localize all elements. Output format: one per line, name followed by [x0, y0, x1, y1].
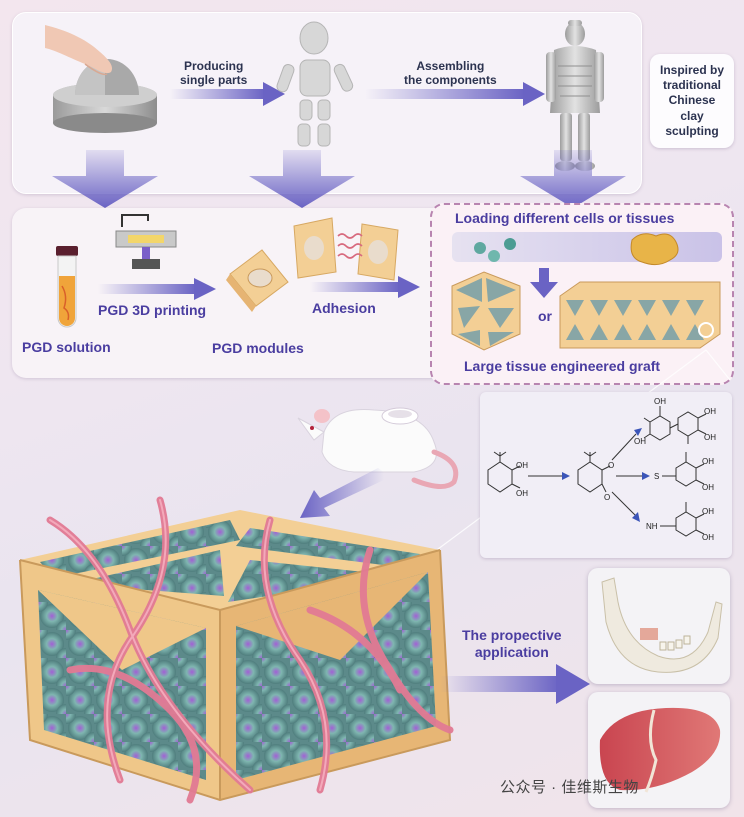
pgd-module-icon — [226, 249, 289, 312]
arrow-down-3 — [520, 150, 626, 208]
arrow-application — [440, 664, 590, 704]
arrow-rat-to-cube — [300, 468, 384, 518]
inspired-box: Inspired by traditional Chinese clay scu… — [650, 54, 734, 148]
chem-s: S — [654, 472, 659, 481]
chem-oh-tr1: OH — [654, 397, 666, 406]
or-label: or — [538, 308, 552, 324]
chem-oh-b2: OH — [702, 533, 714, 542]
application-label: The propective application — [462, 627, 562, 660]
chem-oh-m1: OH — [702, 457, 714, 466]
clay-mold-illustration — [45, 25, 157, 133]
assembling-label: Assembling the components — [404, 59, 497, 87]
liver-icon — [599, 707, 721, 793]
block-graft-icon — [559, 281, 721, 349]
arrow-mid-1 — [98, 278, 216, 300]
graft-label: Large tissue engineered graft — [464, 358, 661, 374]
arrow-down-1 — [52, 150, 158, 208]
adhesion-label: Adhesion — [312, 300, 376, 316]
chem-oh-b1: OH — [702, 507, 714, 516]
chem-nh: NH — [646, 522, 658, 531]
adhesion-icon — [293, 217, 399, 281]
arrow-mid-2 — [310, 276, 420, 298]
chem-oh-m2: OH — [702, 483, 714, 492]
chemistry-scheme: OH OH O O S NH OH OH OH OH OH OH OH OH — [487, 397, 716, 542]
rat-illustration — [297, 407, 459, 489]
inspired-label: Inspired by traditional Chinese clay scu… — [659, 62, 724, 139]
scaffold-cube-illustration — [19, 496, 454, 804]
arrow-down-small — [530, 268, 558, 298]
producing-label: Producing single parts — [180, 59, 248, 87]
loading-label: Loading different cells or tissues — [455, 210, 675, 226]
jawbone-icon — [601, 577, 723, 673]
chem-oh-2: OH — [516, 489, 528, 498]
3d-printer-icon — [115, 214, 177, 269]
arrow-down-2 — [249, 150, 355, 208]
hex-graft-icon — [451, 271, 521, 351]
single-parts-figure — [276, 21, 354, 147]
pgd-printing-label: PGD 3D printing — [98, 302, 207, 318]
chem-oh-tr2: OH — [634, 437, 646, 446]
watermark-text: 公众号 · 佳维斯生物 — [500, 779, 639, 796]
chem-oh-tr3: OH — [704, 407, 716, 416]
terracotta-warrior-figure — [546, 20, 604, 171]
chemistry-box — [480, 392, 732, 558]
arrow-right-1 — [170, 82, 285, 106]
cells-tissues-bar — [452, 232, 722, 266]
pgd-modules-label: PGD modules — [212, 340, 304, 356]
chem-oh-tr4: OH — [704, 433, 716, 442]
pgd-solution-label: PGD solution — [22, 339, 111, 355]
chem-oh-1: OH — [516, 461, 528, 470]
test-tube-icon — [56, 246, 78, 328]
chem-o-1: O — [608, 461, 614, 470]
chem-o-2: O — [604, 493, 610, 502]
arrow-right-2 — [365, 82, 545, 106]
